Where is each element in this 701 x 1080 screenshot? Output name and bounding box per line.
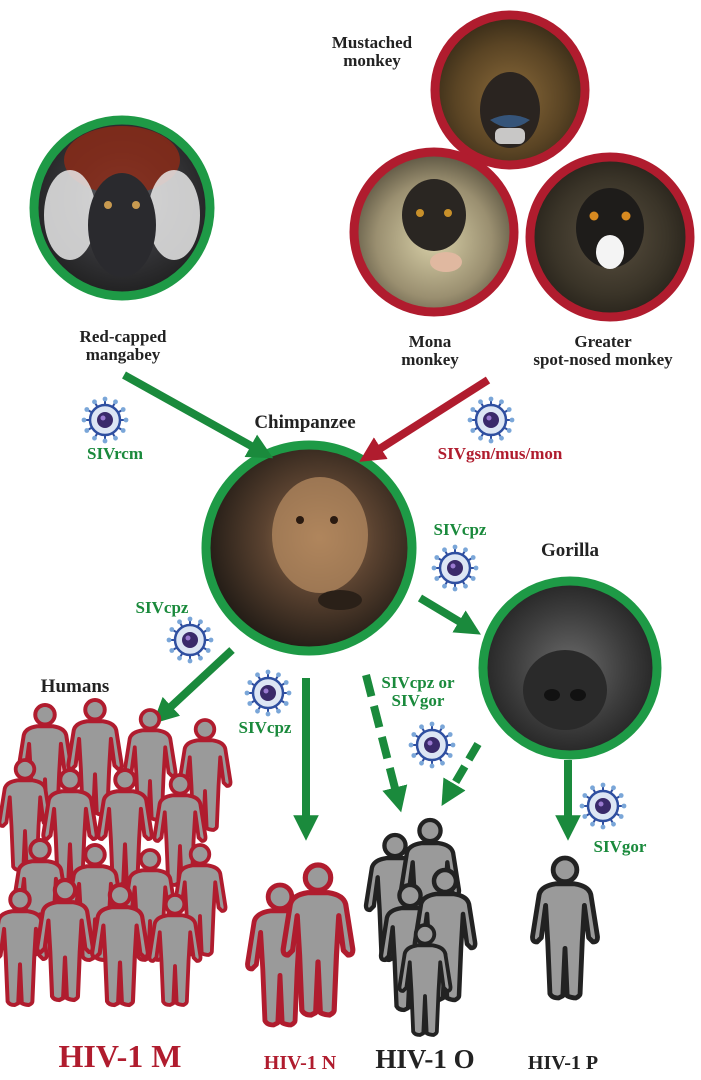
label-greater-spot-nosed-monkey: Greaterspot-nosed monkey — [505, 333, 701, 369]
photo-greater-spot-nosed-monkey — [530, 157, 690, 317]
virus-icon — [167, 617, 214, 664]
label-gorilla: Gorilla — [520, 541, 620, 561]
arrow-chimp-to-humans-m — [162, 650, 232, 715]
label-hiv-1-o: HIV-1 O — [355, 1045, 495, 1073]
virus-icon — [409, 722, 456, 769]
label-hiv-1-m: HIV-1 M — [25, 1040, 215, 1074]
photo-mustached-monkey — [435, 15, 585, 165]
virus-icon — [432, 545, 479, 592]
virus-icon — [468, 397, 515, 444]
label-sivcpz-right: SIVcpz — [420, 521, 500, 539]
photo-mona-monkey — [354, 152, 514, 312]
photo-red-capped-mangabey — [34, 120, 210, 296]
photo-chimpanzee — [206, 445, 412, 651]
label-sivgsn-mus-mon: SIVgsn/mus/mon — [410, 445, 590, 463]
label-chimpanzee: Chimpanzee — [230, 413, 380, 433]
label-mustached-monkey: Mustachedmonkey — [312, 34, 432, 70]
label-red-capped-mangabey: Red-cappedmangabey — [48, 328, 198, 364]
label-sivcpz-or-sivgor: SIVcpz orSIVgor — [368, 674, 468, 710]
human-figure-icon — [533, 858, 598, 998]
virus-icon — [580, 783, 627, 830]
label-sivgor: SIVgor — [580, 838, 660, 856]
label-hiv-1-p: HIV-1 P — [508, 1053, 618, 1074]
virus-icon — [245, 670, 292, 717]
human-figures — [0, 700, 597, 1035]
arrow-gorilla-to-humans-o — [448, 744, 478, 795]
label-hiv-1-n: HIV-1 N — [240, 1053, 360, 1074]
label-humans: Humans — [20, 677, 130, 697]
arrow-chimp-to-gorilla — [420, 598, 470, 628]
label-sivcpz-left: SIVcpz — [122, 599, 202, 617]
virus-icon — [82, 397, 129, 444]
label-sivrcm: SIVrcm — [70, 445, 160, 463]
photo-gorilla — [483, 581, 657, 755]
label-sivcpz-middle: SIVcpz — [225, 719, 305, 737]
label-mona-monkey: Monamonkey — [370, 333, 490, 369]
